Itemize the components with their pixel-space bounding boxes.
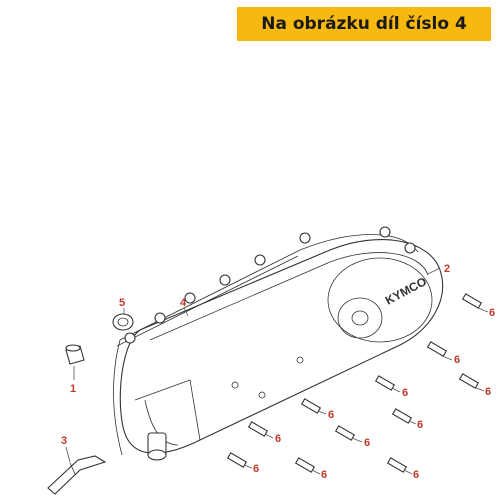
bolt[interactable] xyxy=(458,373,480,389)
label-part-5: 5 xyxy=(119,297,125,309)
label-part-1: 1 xyxy=(70,383,76,395)
bolt[interactable] xyxy=(226,452,248,468)
bolt[interactable] xyxy=(391,408,413,424)
washer-part-5[interactable] xyxy=(112,313,134,331)
label-bolt-5: 6 xyxy=(417,419,423,431)
label-bolt-8: 6 xyxy=(275,433,281,445)
bolt[interactable] xyxy=(426,341,448,357)
label-part-4: 4 xyxy=(180,297,187,309)
label-bolt-4: 6 xyxy=(402,387,408,399)
label-bolt-1: 6 xyxy=(489,307,495,319)
label-bolt-6: 6 xyxy=(328,409,334,421)
label-bolt-7: 6 xyxy=(364,437,370,449)
label-part-2: 2 xyxy=(444,263,450,275)
label-part-3: 3 xyxy=(61,435,67,447)
cover-gasket[interactable] xyxy=(113,226,419,456)
leader-lines xyxy=(65,267,489,475)
bolt[interactable] xyxy=(374,375,396,391)
part-number-banner: Na obrázku díl číslo 4 xyxy=(237,7,491,41)
bushing-part-1[interactable] xyxy=(65,344,85,365)
label-bolt-3: 6 xyxy=(485,386,491,398)
bolt[interactable] xyxy=(334,425,356,441)
bolt-group xyxy=(226,293,483,473)
bolt[interactable] xyxy=(300,398,322,414)
bolt[interactable] xyxy=(294,457,316,473)
label-bolt-10: 6 xyxy=(413,469,419,481)
crankcase-cover[interactable]: KYMCO xyxy=(119,239,444,461)
bolt[interactable] xyxy=(461,293,483,309)
label-bolt-2: 6 xyxy=(454,354,460,366)
bolt[interactable] xyxy=(247,421,269,437)
label-bolt-11: 6 xyxy=(253,463,259,475)
bolt[interactable] xyxy=(386,457,408,473)
banner-text: Na obrázku díl číslo 4 xyxy=(261,14,467,34)
hose-part-3[interactable] xyxy=(47,455,107,495)
label-bolt-9: 6 xyxy=(321,469,327,481)
